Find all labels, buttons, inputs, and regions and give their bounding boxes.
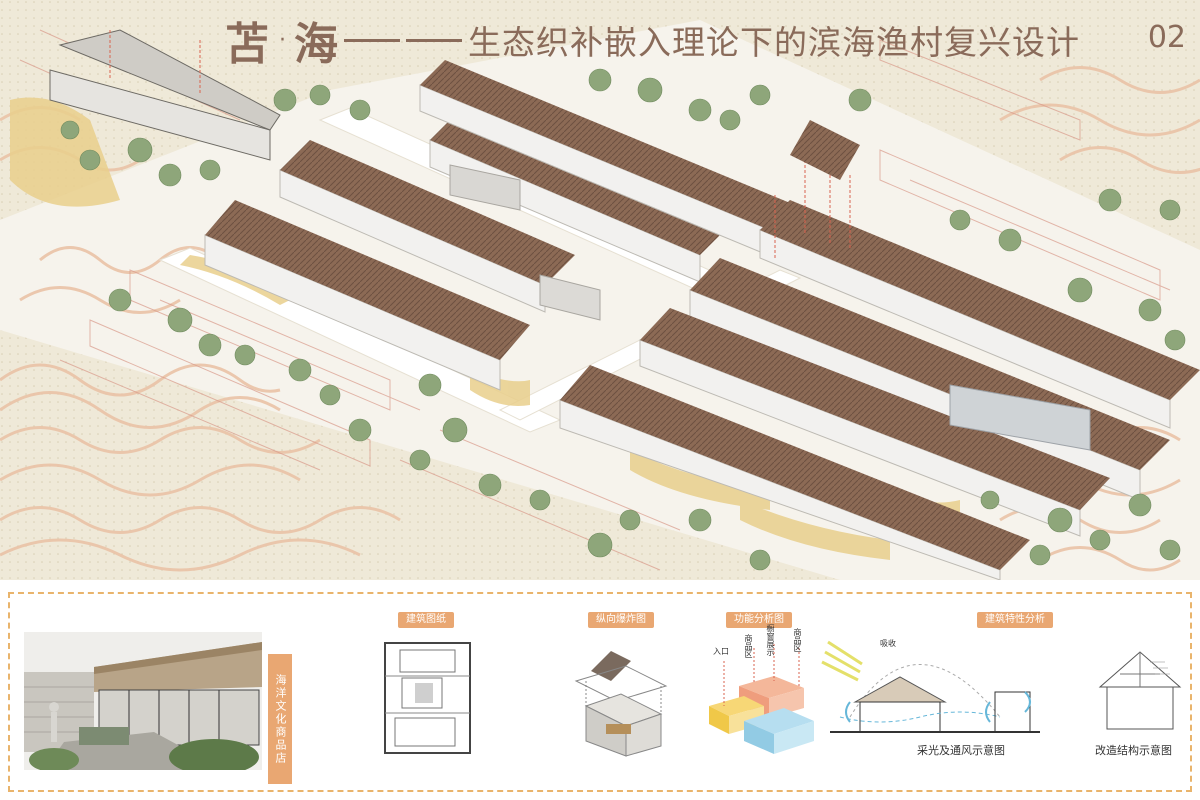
section-tag-drawings: 建筑图纸 [398,612,454,628]
building-rows [49,29,1200,580]
shop-rendering-image [24,632,262,770]
section-tag-features: 建筑特性分析 [977,612,1053,628]
shop-label: 海洋文化商品店 [268,654,292,784]
axonometric-site-drawing: 苫 · 海 生态织补嵌入理论下的滨海渔村复兴设计 02 [0,0,1200,580]
section-tag-exploded: 纵向爆炸图 [588,612,654,628]
function-label-window: 橱窗展示 [766,624,775,656]
function-label-entrance: 入口 [713,647,729,656]
analysis-panel: 海洋文化商品店 建筑图纸 纵向爆炸图 功能分析图 建筑特性分析 [8,592,1192,792]
title-sea: 海 [294,19,340,70]
section-tag-function: 功能分析图 [726,612,792,628]
title-subtitle: 生态织补嵌入理论下的滨海渔村复兴设计 [468,23,1080,62]
title-main: 苫 [225,19,271,70]
title-dash [344,38,400,42]
site-illustration [0,0,1200,580]
function-label-shop-2: 商品区 [793,628,802,652]
structure-caption: 改造结构示意图 [1095,744,1172,757]
exploded-diagram [574,651,668,757]
structure-section-diagram [1098,651,1182,730]
function-label-shop-1: 商品区 [744,634,753,658]
poster-title: 苫 · 海 生态织补嵌入理论下的滨海渔村复兴设计 [225,10,1200,70]
ventilation-caption: 采光及通风示意图 [917,744,1005,757]
sunlight-label: 吸收 [880,639,896,648]
trees [60,68,1186,571]
title-dot: · [279,27,286,53]
ventilation-section-diagram [821,640,1040,733]
page-number: 02 [1147,20,1186,55]
function-diagram [709,644,814,754]
floor-plan-drawing [384,642,471,754]
title-dash-2 [406,38,462,42]
